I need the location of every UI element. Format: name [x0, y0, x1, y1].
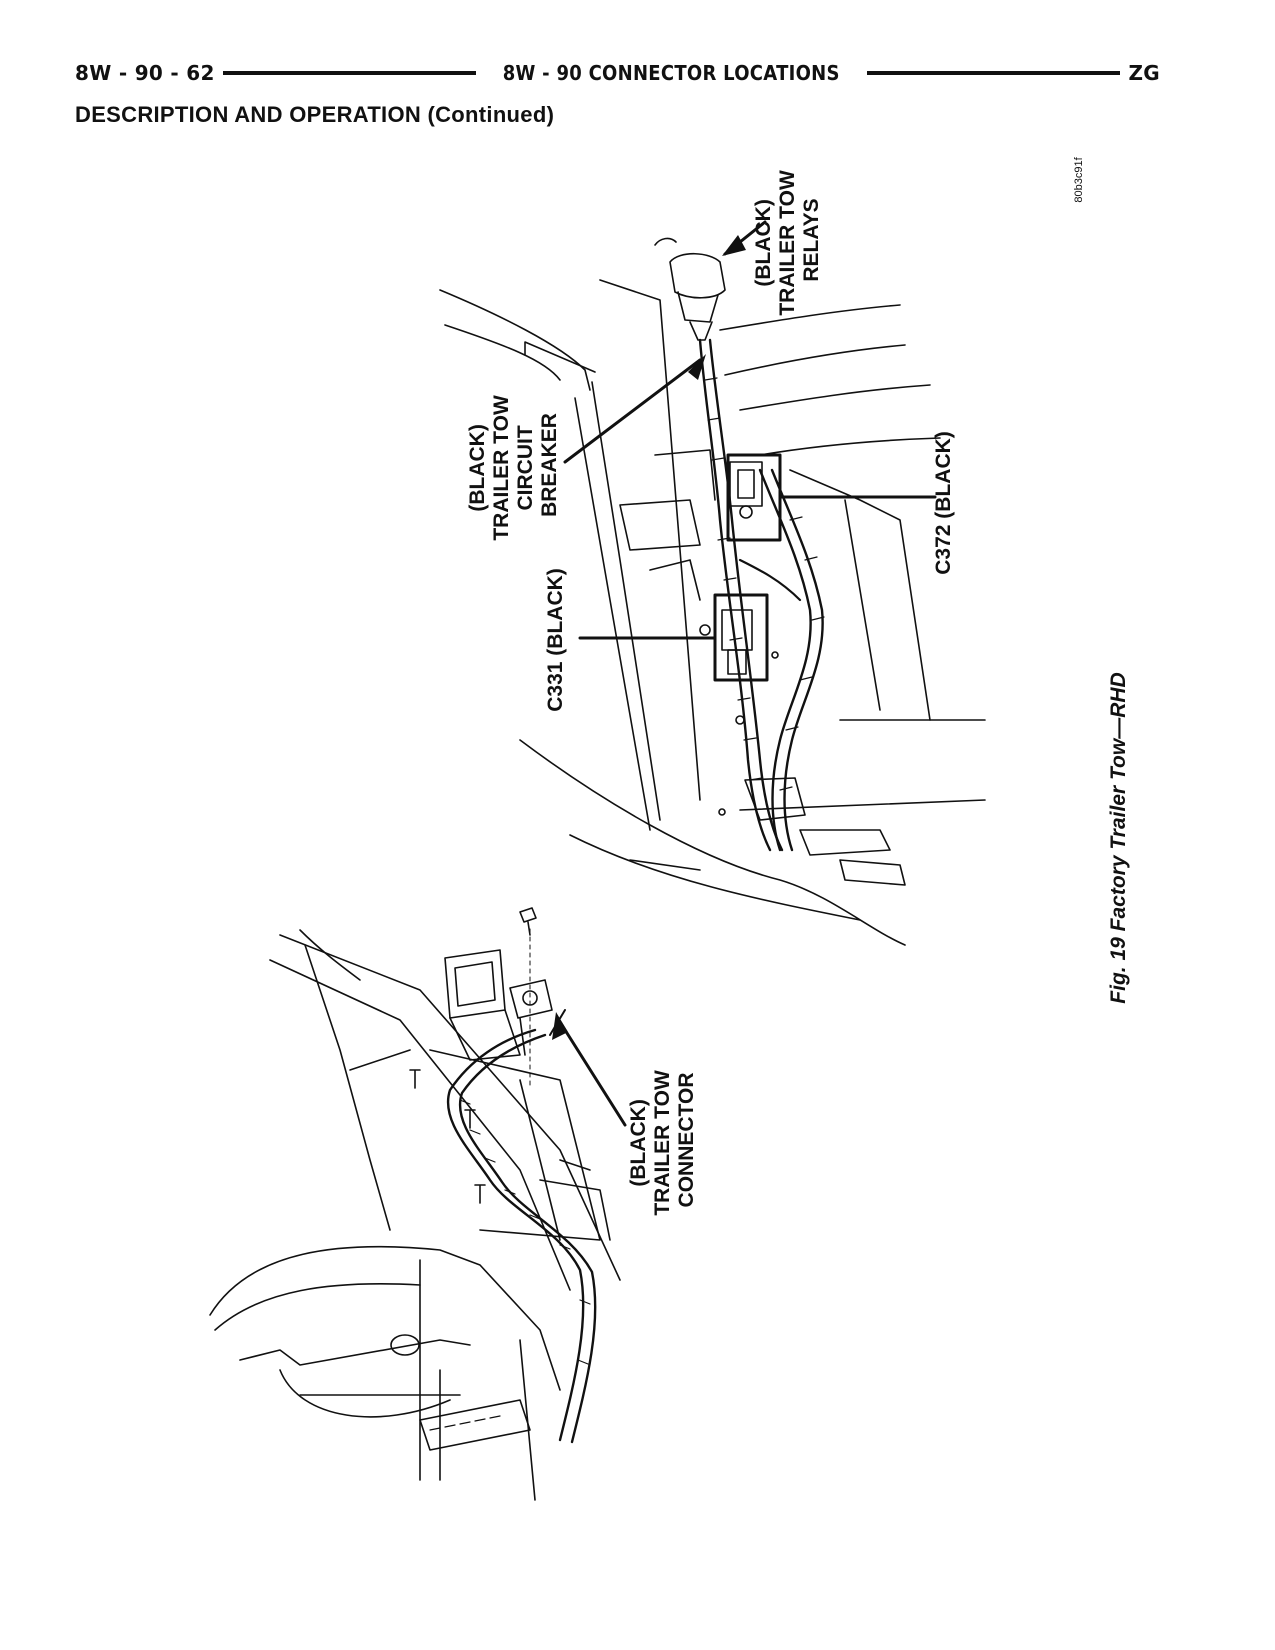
breaker-callout: (BLACK) TRAILER TOW CIRCUIT BREAKER: [466, 389, 561, 540]
page-number: 8W - 90 - 62: [75, 61, 215, 85]
page-header: 8W - 90 - 62 8W - 90 CONNECTOR LOCATIONS…: [75, 58, 1160, 88]
model-code: ZG: [1128, 61, 1161, 85]
connector-callout: (BLACK) TRAILER TOW CONNECTOR: [627, 1064, 698, 1215]
connector-arrowhead: [552, 1012, 568, 1040]
header-rule-left: [222, 71, 477, 75]
connector-leader: [558, 1020, 627, 1127]
c372-callout: C372 (BLACK): [932, 431, 955, 575]
chapter-title: 8W - 90 CONNECTOR LOCATIONS: [503, 61, 841, 85]
section-title: DESCRIPTION AND OPERATION (Continued): [75, 102, 555, 127]
art-id: 80b3c91f: [1073, 156, 1085, 202]
breaker-leader: [563, 358, 702, 464]
c331-callout: C331 (BLACK): [544, 568, 567, 712]
breaker-arrowhead: [688, 354, 706, 380]
relays-arrowhead: [722, 235, 746, 256]
upper-illustration: [439, 237, 986, 946]
relays-callout: (BLACK) TRAILER TOW RELAYS: [752, 164, 823, 315]
figure-caption: Fig. 19 Factory Trailer Tow—RHD: [1107, 672, 1130, 1003]
header-rule-right: [866, 71, 1121, 75]
lower-illustration: [209, 907, 621, 1501]
